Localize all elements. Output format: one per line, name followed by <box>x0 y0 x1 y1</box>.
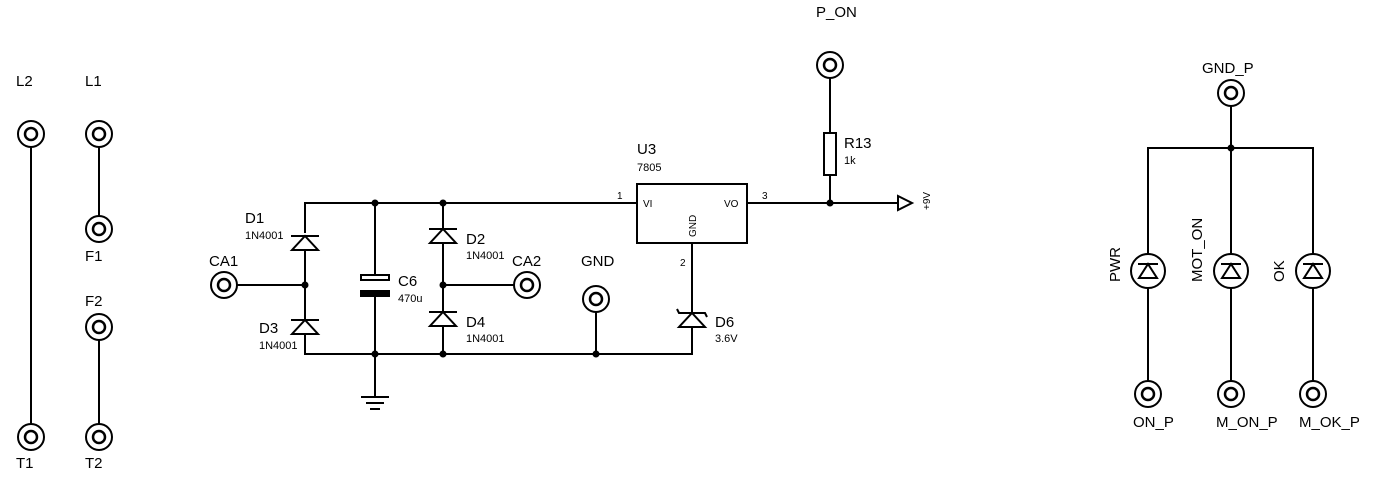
label-ca1: CA1 <box>209 253 238 270</box>
label-d1-ref: D1 <box>245 210 264 227</box>
label-led-ok: OK <box>1271 260 1288 282</box>
label-l2: L2 <box>16 73 33 90</box>
junction-dot <box>301 281 309 289</box>
label-d1-value: 1N4001 <box>245 230 284 242</box>
terminal-ca1 <box>210 271 238 299</box>
led-pwr <box>1130 253 1166 289</box>
led-ok <box>1295 253 1331 289</box>
terminal-m-ok-p <box>1299 380 1327 408</box>
label-u3-pin-vi: VI <box>643 199 652 210</box>
resistor-r13 <box>823 132 837 176</box>
label-t1: T1 <box>16 455 34 472</box>
terminal-on-p <box>1134 380 1162 408</box>
terminal-p-on <box>816 51 844 79</box>
label-m-on-p: M_ON_P <box>1216 414 1278 431</box>
label-u3-pin-gnd: GND <box>688 215 699 237</box>
label-power-flag: +9V <box>922 192 933 210</box>
label-u3-pin2: 2 <box>680 258 686 269</box>
junction-dot <box>439 350 447 358</box>
terminal-m-on-p <box>1217 380 1245 408</box>
label-on-p: ON_P <box>1133 414 1174 431</box>
label-u3-pin1: 1 <box>617 191 623 202</box>
label-u3-pin-vo: VO <box>724 199 739 210</box>
terminal-gnd-p <box>1217 79 1245 107</box>
zener-diode-d6 <box>676 308 708 328</box>
terminal-f2 <box>85 313 113 341</box>
terminal-l2 <box>17 120 45 148</box>
diode-d2 <box>427 227 459 244</box>
capacitor-c6 <box>360 274 390 297</box>
label-d4-value: 1N4001 <box>466 333 505 345</box>
terminal-ca2 <box>513 271 541 299</box>
terminal-t1 <box>17 423 45 451</box>
label-gnd-p: GND_P <box>1202 60 1254 77</box>
power-flag-arrow <box>897 194 915 212</box>
terminal-l1 <box>85 120 113 148</box>
label-f2: F2 <box>85 293 103 310</box>
label-r13-value: 1k <box>844 155 856 167</box>
label-t2: T2 <box>85 455 103 472</box>
label-r13-ref: R13 <box>844 135 872 152</box>
label-u3-pin3: 3 <box>762 191 768 202</box>
led-mot-on <box>1213 253 1249 289</box>
label-u3-value: 7805 <box>637 162 661 174</box>
label-d3-value: 1N4001 <box>259 340 298 352</box>
label-m-ok-p: M_OK_P <box>1299 414 1360 431</box>
label-l1: L1 <box>85 73 102 90</box>
label-led-pwr: PWR <box>1107 247 1124 282</box>
junction-dot <box>592 350 600 358</box>
label-d6-ref: D6 <box>715 314 734 331</box>
label-gnd: GND <box>581 253 615 270</box>
label-f1: F1 <box>85 248 103 265</box>
label-c6-ref: C6 <box>398 273 417 290</box>
label-c6-value: 470u <box>398 293 422 305</box>
diode-d4 <box>427 310 459 327</box>
terminal-t2 <box>85 423 113 451</box>
diode-d3 <box>289 318 321 335</box>
ground-symbol <box>361 396 389 410</box>
label-u3-ref: U3 <box>637 141 656 158</box>
terminal-gnd <box>582 285 610 313</box>
label-d2-ref: D2 <box>466 231 485 248</box>
label-d4-ref: D4 <box>466 314 485 331</box>
label-d2-value: 1N4001 <box>466 250 505 262</box>
diode-d1 <box>289 234 321 251</box>
terminal-f1 <box>85 215 113 243</box>
junction-dot <box>371 350 379 358</box>
label-d3-ref: D3 <box>259 320 278 337</box>
label-led-mot-on: MOT_ON <box>1189 218 1206 282</box>
label-ca2: CA2 <box>512 253 541 270</box>
label-d6-value: 3.6V <box>715 333 738 345</box>
label-p-on: P_ON <box>816 4 857 21</box>
